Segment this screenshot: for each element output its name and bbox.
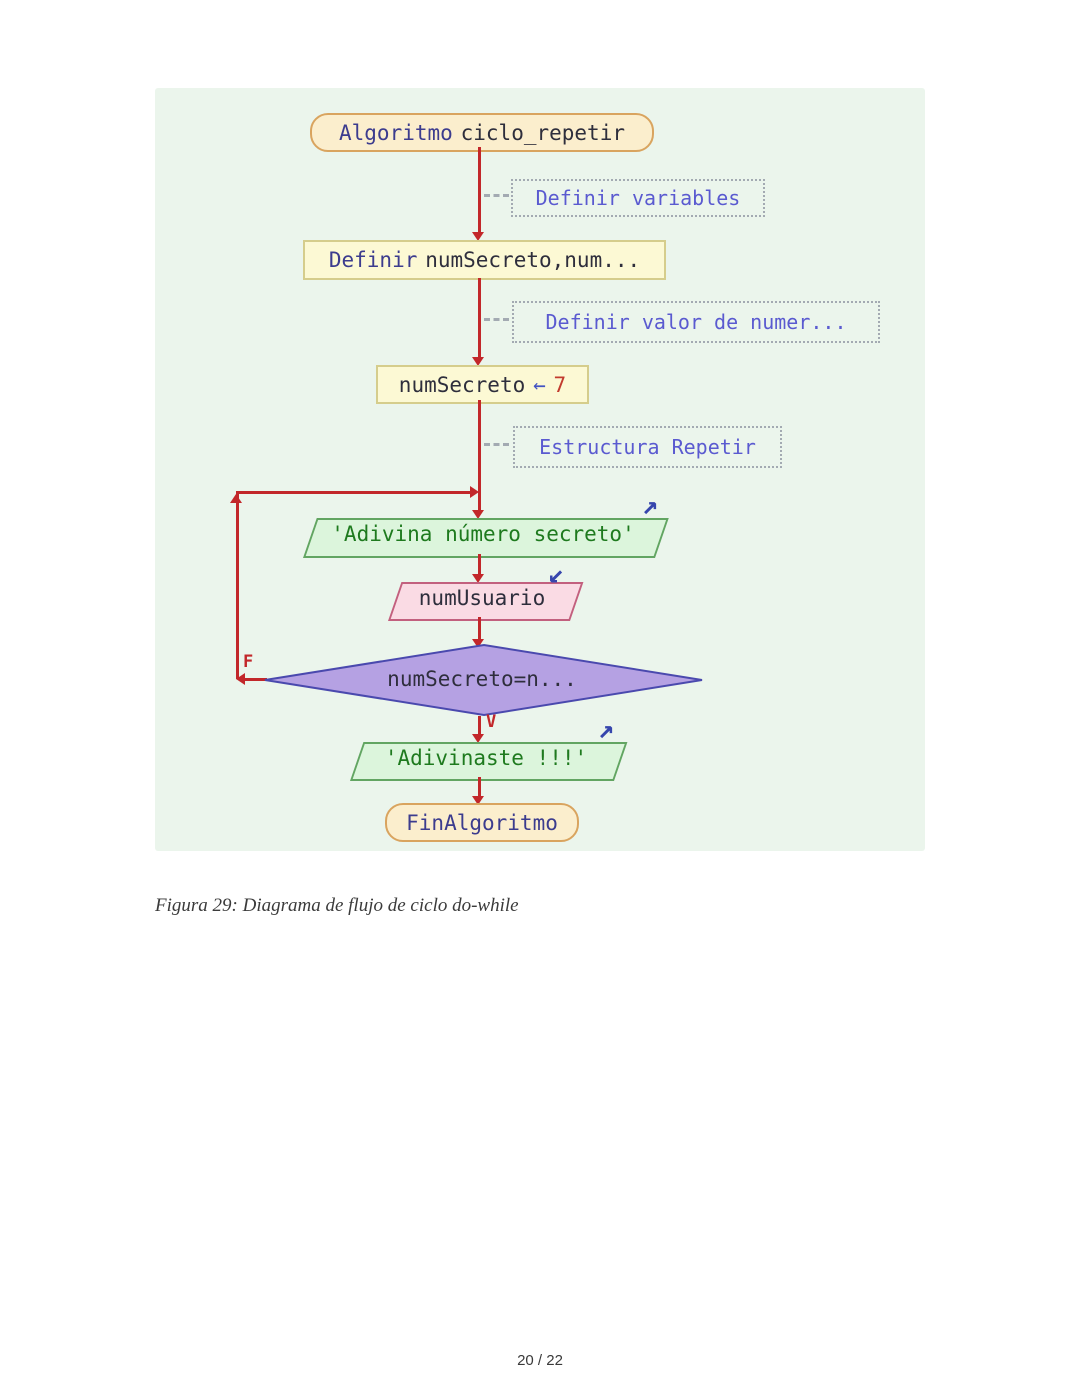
arrowhead-down-icon — [472, 639, 484, 648]
flow-line — [478, 617, 481, 640]
end-label: FinAlgoritmo — [406, 810, 558, 835]
false-branch-label: F — [243, 652, 254, 672]
arrowhead-right-icon — [470, 486, 479, 498]
flow-line — [478, 278, 481, 358]
arrowhead-down-icon — [472, 574, 484, 583]
output-arrow-icon: ↗ — [598, 714, 615, 745]
arrowhead-down-icon — [472, 510, 484, 519]
assign-arrow-icon: ← — [533, 372, 546, 397]
arrowhead-left-icon — [236, 673, 245, 685]
decision-diamond — [264, 643, 703, 717]
flow-line — [478, 716, 481, 736]
output-adivina-text: 'Adivina número secreto' — [331, 522, 635, 546]
flow-line — [478, 400, 481, 511]
arrowhead-up-icon — [230, 494, 242, 503]
figure-caption: Figura 29: Diagrama de flujo de ciclo do… — [155, 895, 519, 916]
flow-line — [478, 147, 481, 233]
assign-variable: numSecreto — [398, 372, 526, 397]
comment-text: Definir valor de numer... — [545, 310, 847, 334]
process-definir-node: Definir numSecreto,num... — [303, 240, 666, 280]
arrowhead-down-icon — [472, 734, 484, 743]
true-branch-label: V — [486, 712, 497, 732]
loop-line-false — [244, 678, 267, 681]
comment-definir-variables: Definir variables — [511, 179, 765, 217]
comment-estructura-repetir: Estructura Repetir — [513, 426, 782, 468]
comment-text: Estructura Repetir — [539, 435, 756, 459]
flow-line — [478, 777, 481, 798]
start-name: ciclo_repetir — [460, 120, 625, 145]
end-node: FinAlgoritmo — [385, 803, 579, 842]
assign-value: 7 — [553, 372, 567, 397]
arrowhead-down-icon — [472, 357, 484, 366]
process-rest: numSecreto,num... — [425, 248, 641, 272]
arrowhead-down-icon — [472, 796, 484, 805]
output-arrow-icon: ↗ — [642, 490, 659, 521]
comment-connector — [484, 443, 509, 446]
input-arrow-icon: ↙ — [548, 558, 565, 589]
decision-text: numSecreto=n... — [387, 667, 577, 691]
arrowhead-down-icon — [472, 232, 484, 241]
comment-definir-valor: Definir valor de numer... — [512, 301, 880, 343]
loop-line-top — [237, 491, 470, 494]
assign-node: numSecreto ← 7 — [376, 365, 589, 404]
start-node: Algoritmo ciclo_repetir — [310, 113, 654, 152]
flow-line — [478, 554, 481, 576]
page-number: 20 / 22 — [517, 1352, 563, 1369]
input-numusuario-text: numUsuario — [418, 586, 546, 610]
comment-connector — [484, 318, 509, 321]
comment-connector — [484, 194, 509, 197]
comment-text: Definir variables — [535, 186, 741, 210]
process-keyword: Definir — [328, 248, 418, 272]
output-adivinaste-text: 'Adivinaste !!!' — [384, 746, 588, 770]
loop-line-left — [236, 491, 239, 679]
start-keyword: Algoritmo — [339, 120, 453, 145]
